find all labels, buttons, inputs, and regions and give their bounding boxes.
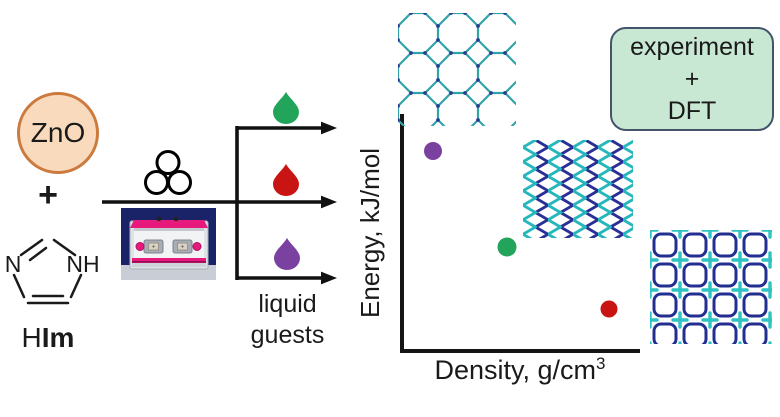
green-data-point (497, 237, 517, 257)
ligand-name: HIm (13, 322, 83, 354)
imidazole-nh-label: NH (66, 251, 99, 277)
badge-line-plus: + (684, 65, 700, 93)
ball-mill-photo (121, 208, 216, 280)
porous-framework-structure (398, 13, 516, 126)
ligand-name-h: H (21, 322, 42, 353)
three-grinding-balls-icon (144, 150, 192, 195)
plot-axes (400, 114, 640, 353)
imidazole-n-label: N (5, 251, 22, 277)
density-axis-label: Density, g/cm3 (400, 354, 640, 386)
badge-line-dft: DFT (667, 97, 717, 125)
green-drop-icon (273, 92, 299, 124)
purple-drop-icon (274, 238, 300, 270)
liquid-guests-caption: liquid guests (230, 289, 345, 351)
liquid-guests-line1: liquid (258, 290, 317, 318)
imidazole-bonds (12, 238, 83, 305)
dense-framework-structure (650, 230, 772, 344)
red-data-point (600, 300, 618, 318)
imidazole-structure: N NH (5, 238, 100, 305)
reaction-arrow (102, 121, 337, 285)
zno-reactant-circle: ZnO (17, 92, 99, 174)
liquid-guests-line2: guests (250, 321, 325, 349)
zigzag-framework-structure (523, 140, 633, 238)
plus-sign: + (38, 176, 58, 214)
purple-data-point (424, 142, 442, 160)
density-axis-label-sup: 3 (596, 354, 606, 373)
zno-label: ZnO (30, 117, 86, 148)
density-axis-label-base: Density, g/cm (434, 355, 597, 385)
badge-line-experiment: experiment (630, 33, 754, 61)
ligand-name-im: Im (41, 322, 75, 353)
experiment-dft-badge: experiment + DFT (610, 27, 774, 131)
energy-axis-label: Energy, kJ/mol (355, 148, 385, 319)
red-drop-icon (273, 164, 299, 196)
